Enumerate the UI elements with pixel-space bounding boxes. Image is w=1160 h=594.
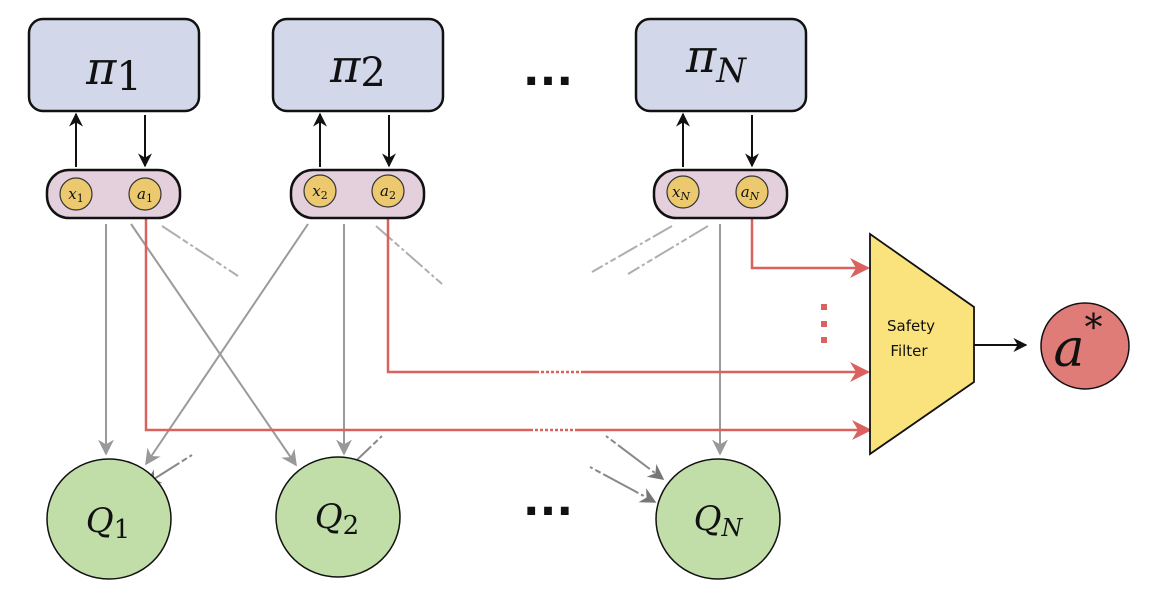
policies-ellipsis: ···: [523, 56, 573, 107]
safe-action-output: a*: [1040, 302, 1130, 390]
svg-text:a1: a1: [137, 185, 153, 205]
svg-text:x2: x2: [312, 182, 327, 202]
critic-symbol: Q: [315, 497, 343, 537]
edge-a1-filter: [144, 210, 530, 432]
state-subscript: N: [679, 190, 690, 203]
action-subscript: N: [749, 190, 760, 203]
svg-text:aN: aN: [741, 183, 760, 203]
edge-a1-q2: [130, 223, 297, 467]
safety-filter-label-line2: Filter: [890, 342, 928, 360]
critic-symbol: Q: [694, 499, 722, 539]
state-symbol: x: [672, 183, 681, 201]
policy-box-1: [27, 17, 201, 113]
action-symbol: a: [741, 183, 750, 201]
safety-filter-shape: [869, 232, 975, 456]
action-subscript: 1: [146, 192, 153, 205]
output-symbol: a: [1053, 319, 1084, 379]
edge-fade-4: [627, 225, 709, 275]
state-node-2: [303, 174, 337, 208]
svg-text:QN: QN: [694, 499, 744, 542]
policy-2: π2 x2 a2: [271, 17, 445, 220]
critic-node-2: [275, 456, 401, 578]
policy-subscript: 1: [116, 54, 141, 100]
critic-subscript: 2: [343, 511, 360, 541]
action-symbol: a: [137, 185, 146, 203]
action-node-1: [128, 177, 162, 211]
policy-1: π1 x1 a1: [27, 17, 201, 220]
critic-connections: [98, 223, 728, 503]
policy-symbol: π: [85, 41, 117, 95]
output-superscript: *: [1085, 308, 1103, 349]
svg-text:Q1: Q1: [86, 501, 130, 545]
policy-box-2: [271, 17, 445, 113]
svg-text:a*: a*: [1053, 308, 1102, 379]
policy-box-N: [634, 17, 808, 113]
svg-text:xN: xN: [672, 183, 690, 203]
output-node: [1040, 302, 1130, 390]
action-node-2: [371, 174, 405, 208]
edge-a2-filter: [386, 208, 536, 374]
critic-1: Q1: [46, 458, 172, 580]
state-symbol: x: [68, 185, 77, 203]
edge-fade-qN-1: [605, 435, 665, 480]
state-node-1: [59, 177, 93, 211]
action-connections: [144, 208, 872, 440]
critic-symbol: Q: [86, 501, 114, 541]
edge-fade-2: [375, 225, 443, 285]
edge-fade-1: [161, 225, 239, 277]
state-symbol: x: [312, 182, 321, 200]
svg-text:a2: a2: [380, 182, 396, 202]
critic-node-1: [46, 458, 172, 580]
vertical-ellipsis-red: [821, 304, 827, 343]
state-node-N: [666, 175, 700, 209]
action-subscript: 2: [389, 189, 396, 202]
edge-fade-3: [591, 225, 673, 273]
policy-subscript: N: [715, 51, 747, 91]
edge-x2-q1: [145, 223, 309, 466]
svg-text:πN: πN: [685, 29, 747, 91]
critics-ellipsis: ···: [523, 486, 573, 537]
svg-text:π1: π1: [85, 41, 142, 100]
policy-symbol: π: [329, 39, 361, 93]
state-subscript: 2: [321, 189, 328, 202]
svg-text:Q2: Q2: [315, 497, 359, 541]
edge-fade-qN-2: [589, 466, 657, 503]
action-node-N: [735, 175, 769, 209]
critic-2: Q2: [275, 456, 401, 578]
svg-text:π2: π2: [329, 39, 386, 96]
edge-aN-filter: [750, 208, 870, 278]
svg-text:x1: x1: [68, 185, 83, 205]
critic-subscript: 1: [114, 515, 131, 545]
critic-N: QN: [655, 458, 781, 580]
critic-node-N: [655, 458, 781, 580]
action-symbol: a: [380, 182, 389, 200]
critic-subscript: N: [720, 514, 743, 542]
policy-symbol: π: [685, 29, 717, 83]
state-subscript: 1: [77, 192, 84, 205]
safety-filter-label-line1: Safety: [887, 317, 935, 335]
safety-filter: Safety Filter: [869, 232, 975, 456]
policy-subscript: 2: [360, 50, 385, 96]
policy-N: πN xN aN: [634, 17, 808, 220]
